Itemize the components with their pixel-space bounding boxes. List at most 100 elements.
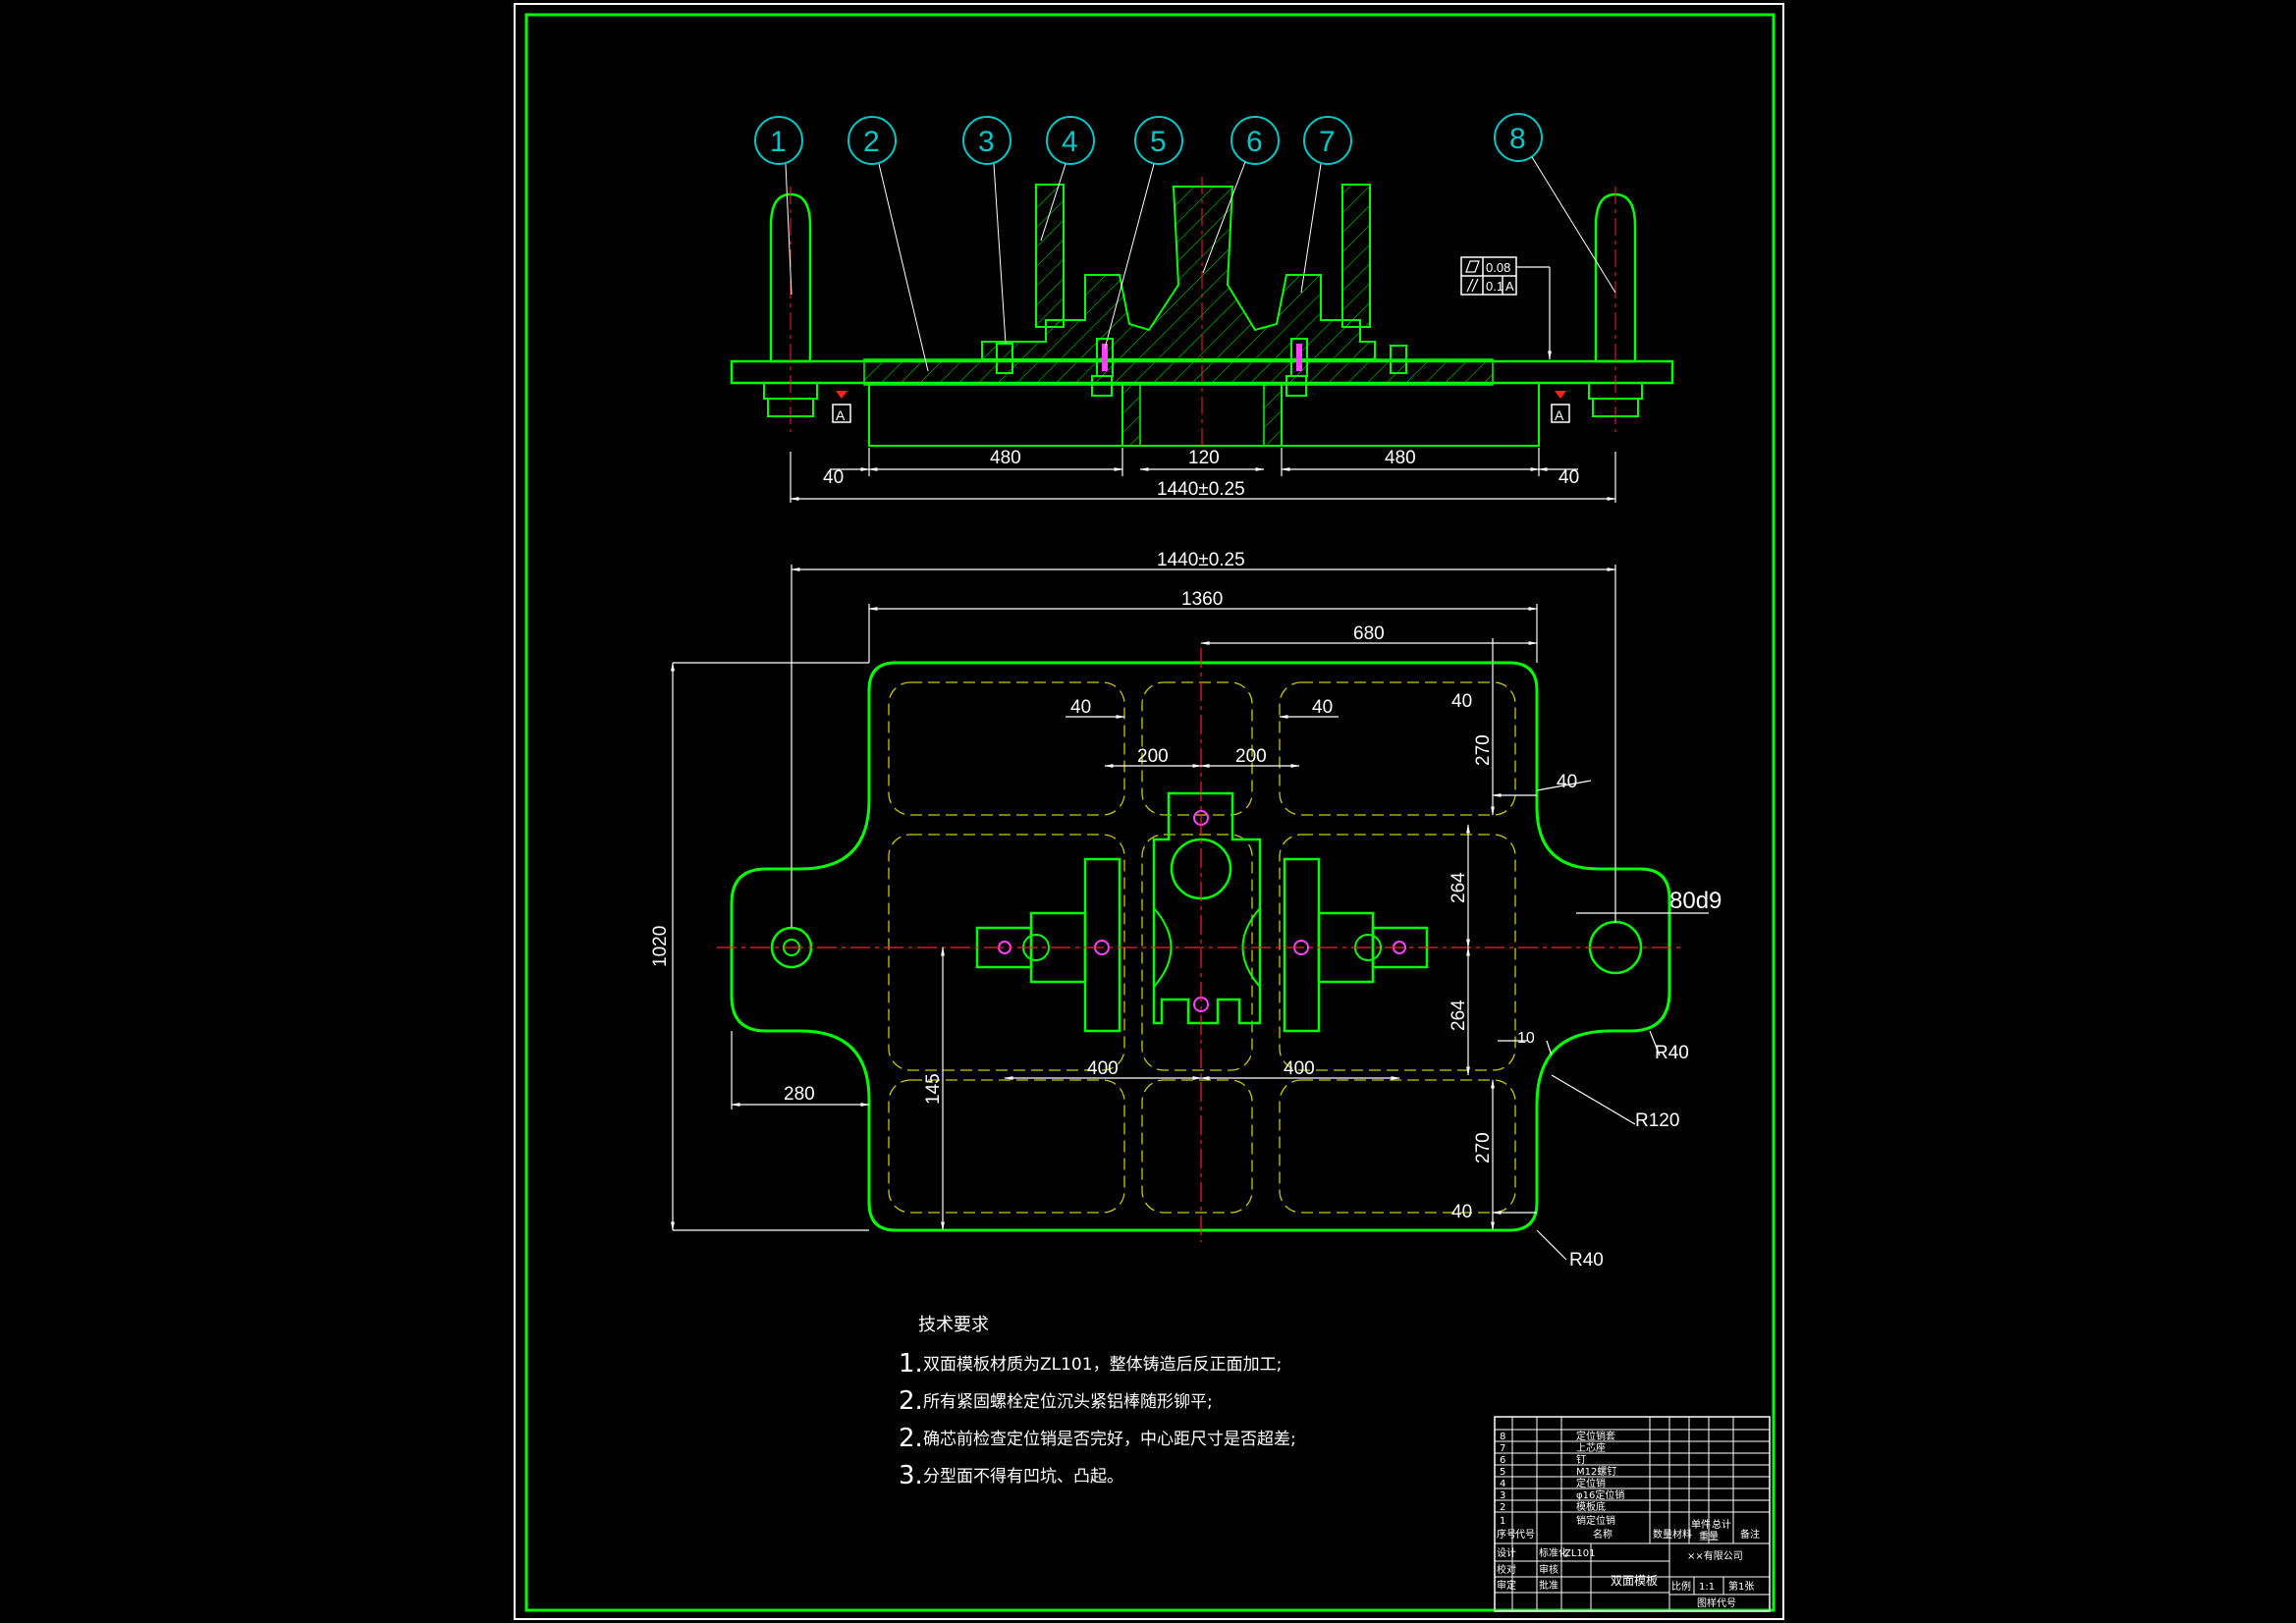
- plan-core-arc-left: [1153, 907, 1173, 988]
- plan-dim-1360: 1360: [1181, 589, 1223, 610]
- section-pin-right: [1390, 345, 1407, 374]
- note-4-num: 3.: [899, 1461, 923, 1490]
- part-row-2-no: 2: [1500, 1502, 1505, 1513]
- part-row-3-name: φ16定位销: [1576, 1488, 1624, 1501]
- section-rib-center-r: [1263, 382, 1283, 447]
- plan-dim-270-top: 270: [1473, 734, 1494, 766]
- plan-view: 1440±0.25 1360 680 1020 40 40 200 200 40…: [650, 550, 1722, 1271]
- plan-dim-145: 145: [923, 1073, 944, 1105]
- plan-dim-r40-bottom: R40: [1569, 1250, 1604, 1271]
- plan-dim-left-40: 40: [1070, 697, 1091, 718]
- header-code: 代号: [1515, 1529, 1535, 1541]
- scale-label: 比例: [1671, 1580, 1691, 1593]
- plan-dim-left-400: 400: [1087, 1058, 1119, 1079]
- sheet-no: 第1张: [1728, 1580, 1754, 1593]
- plan-dim-right-400: 400: [1284, 1058, 1315, 1079]
- balloon-7: 7: [1300, 116, 1352, 294]
- part-balloons: 1 2 3 4 5 6 7: [754, 113, 1616, 372]
- row-approve: 审定: [1497, 1579, 1516, 1592]
- header-material: 材料: [1672, 1528, 1692, 1541]
- balloon-1: 1: [754, 116, 803, 296]
- svg-text:4: 4: [1062, 126, 1078, 158]
- note-1-text: 双面模板材质为ZL101，整体铸造后反正面加工;: [923, 1355, 1282, 1375]
- section-pin-3: [996, 343, 1013, 374]
- plan-dim-680: 680: [1353, 623, 1385, 644]
- section-pad-left: [1035, 184, 1065, 328]
- plan-dim-left-200: 200: [1137, 746, 1169, 767]
- section-dimension-lines: [790, 448, 1616, 503]
- balloon-3: 3: [962, 116, 1011, 345]
- plan-dim-270-bottom: 270: [1473, 1132, 1494, 1163]
- section-skirt-right: [1281, 382, 1540, 447]
- part-row-5-name: M12螺钉: [1576, 1466, 1616, 1478]
- row-check: 校对: [1497, 1563, 1516, 1576]
- row-standard: 标准化: [1539, 1546, 1568, 1559]
- scale-value: 1:1: [1699, 1582, 1715, 1593]
- plan-core-print-outline: [1152, 791, 1262, 1025]
- plan-dim-264-top: 264: [1449, 872, 1469, 903]
- header-total: 总计: [1712, 1518, 1731, 1531]
- plan-dim-right-40: 40: [1312, 697, 1333, 718]
- svg-text:3: 3: [978, 126, 995, 158]
- svg-text:1: 1: [770, 126, 787, 158]
- header-seq: 序号: [1497, 1528, 1516, 1541]
- part-row-1-no: 1: [1500, 1516, 1505, 1527]
- dim-left-40: 40: [823, 467, 844, 488]
- header-remark: 备注: [1740, 1528, 1760, 1541]
- note-2-text: 所有紧固螺栓定位沉头紧铝棒随形铆平;: [923, 1392, 1213, 1412]
- balloon-5: 5: [1104, 116, 1183, 350]
- flatness-value: 0.08: [1486, 260, 1510, 275]
- datum-box-left: [832, 404, 851, 423]
- dim-right-480: 480: [1385, 448, 1416, 468]
- balloon-4: 4: [1040, 116, 1095, 242]
- technical-requirements: 技术要求 1. 双面模板材质为ZL101，整体铸造后反正面加工; 2. 所有紧固…: [899, 1315, 1296, 1490]
- plan-boss-right: [1283, 857, 1321, 1033]
- header-unit: 单件: [1691, 1519, 1711, 1531]
- section-pin-5-core: [1102, 344, 1108, 371]
- row-material: ZL101: [1564, 1548, 1596, 1559]
- plan-dim-side-40: 40: [1557, 772, 1577, 792]
- note-1-num: 1.: [899, 1349, 923, 1379]
- part-row-1-name: 销定位销: [1576, 1514, 1615, 1527]
- part-row-4-name: 定位销: [1576, 1477, 1606, 1489]
- dim-right-40: 40: [1558, 467, 1579, 488]
- drawing-title: 双面模板: [1611, 1574, 1658, 1588]
- section-skirt-left: [868, 382, 1123, 447]
- sheet-outer-border: [514, 3, 1784, 1620]
- svg-text:7: 7: [1319, 126, 1336, 158]
- header-name: 名称: [1593, 1528, 1613, 1541]
- drawing-number: 图样代号: [1697, 1596, 1736, 1609]
- title-block: 8 定位销套 7 上芯座 6 钉 5 M12螺钉 4 定位销 3 φ16定位销 …: [1494, 1416, 1771, 1612]
- plan-dim-1020: 1020: [650, 926, 671, 967]
- company-name: ××有限公司: [1687, 1549, 1743, 1562]
- part-row-8-name: 定位销套: [1576, 1430, 1615, 1442]
- part-row-6-name: 钉: [1576, 1454, 1586, 1466]
- datum-label-right: A: [1555, 407, 1564, 423]
- notes-heading: 技术要求: [918, 1315, 989, 1335]
- part-row-3-no: 3: [1500, 1490, 1505, 1501]
- plan-dim-280: 280: [784, 1084, 815, 1105]
- row-design: 设计: [1497, 1546, 1516, 1559]
- plan-dim-overall: 1440±0.25: [1157, 550, 1245, 570]
- svg-text:5: 5: [1150, 126, 1167, 158]
- note-3-text: 确芯前检查定位销是否完好，中心距尺寸是否超差;: [923, 1430, 1296, 1449]
- section-bolt-right: [1285, 375, 1307, 397]
- dim-overall-section: 1440±0.25: [1157, 479, 1245, 500]
- part-row-6-no: 6: [1500, 1455, 1505, 1466]
- section-bolt-left: [1091, 375, 1113, 397]
- datum-triangle-left: [836, 391, 847, 399]
- plan-dim-r40-mid: R40: [1655, 1043, 1689, 1063]
- row-review: 审核: [1539, 1563, 1558, 1576]
- balloon-6: 6: [1202, 116, 1280, 274]
- balloon-2: 2: [847, 116, 929, 372]
- plan-dim-corner-40: 40: [1451, 691, 1472, 712]
- note-2-num: 2.: [899, 1386, 923, 1416]
- header-qty: 数量: [1653, 1528, 1672, 1541]
- plan-dim-bottom-40: 40: [1451, 1202, 1472, 1222]
- datum-label-left: A: [836, 407, 846, 423]
- part-row-4-no: 4: [1500, 1479, 1505, 1489]
- plan-dim-264-bottom: 264: [1449, 1000, 1469, 1031]
- svg-text:6: 6: [1246, 126, 1263, 158]
- section-rib-center: [1121, 382, 1141, 447]
